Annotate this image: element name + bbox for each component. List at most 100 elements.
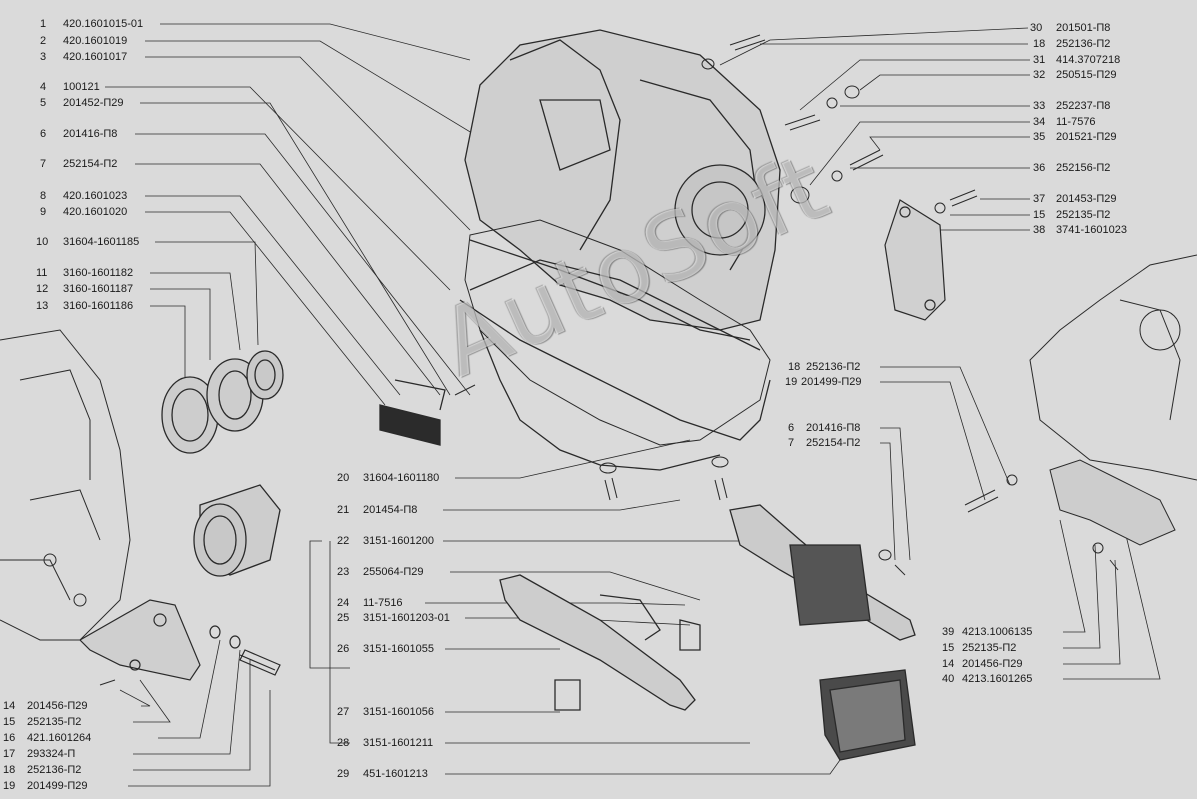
callout-number: 22 [337,535,350,547]
callout-number: 7 [40,158,47,170]
part-code: 201452-П29 [63,97,124,109]
part-code: 252156-П2 [1056,162,1111,174]
callout-number: 40 [942,673,955,685]
part-code: 252135-П2 [27,716,82,728]
callout-number: 25 [337,612,350,624]
part-code: 252135-П2 [1056,209,1111,221]
callout-number: 7 [788,437,795,449]
engine-block-right-drawing [1029,254,1197,546]
callout-number: 28 [337,737,350,749]
part-code: 201499-П29 [27,780,88,792]
callout-number: 15 [942,642,955,654]
part-code: 201456-П29 [27,700,88,712]
part-code: 201456-П29 [962,658,1023,670]
callout-number: 20 [337,472,350,484]
part-code: 252154-П2 [806,437,861,449]
part-code: 420.1601017 [63,51,128,63]
callout-number: 29 [337,768,350,780]
part-code: 31604-1601185 [63,236,140,248]
callout-number: 6 [40,128,47,140]
part-code: 420.1601020 [63,206,128,218]
part-code: 201501-П8 [1056,22,1111,34]
part-code: 4213.1006135 [962,626,1033,638]
callout-number: 2 [40,35,47,47]
gasket-drawing [464,219,771,446]
callout-number: 16 [3,732,16,744]
part-code: 4213.1601265 [962,673,1033,685]
clutch-housing-drawing [459,29,781,471]
part-code: 3160-1601182 [63,267,134,279]
bracket-drawing [79,599,281,681]
part-code: 3151-1601056 [363,706,434,718]
part-code: 252237-П8 [1056,100,1111,112]
part-code: 3151-1601200 [363,535,434,547]
callout-number: 1 [40,18,47,30]
callout-number: 15 [1033,209,1046,221]
part-code: 252154-П2 [63,158,118,170]
part-code: 3151-1601203-01 [363,612,450,624]
part-code: 201416-П8 [806,422,861,434]
part-code: 11-7576 [1056,116,1096,128]
part-code: 3151-1601055 [363,643,434,655]
callout-number: 19 [3,780,16,792]
engine-block-left-drawing [0,329,131,641]
part-code: 252136-П2 [806,361,861,373]
callout-number: 27 [337,706,350,718]
part-code: 255064-П29 [363,566,424,578]
part-code: 11-7516 [363,597,403,609]
part-code: 293324-П [27,748,76,760]
part-code: 3160-1601187 [63,283,134,295]
part-code: 31604-1601180 [363,472,440,484]
part-code: 201453-П29 [1056,193,1117,205]
part-code: 3741-1601023 [1056,224,1127,236]
callout-number: 21 [337,504,350,516]
release-fork-drawing [499,504,916,711]
part-code: 414.3707218 [1056,54,1121,66]
callout-number: 13 [36,300,49,312]
callout-number: 34 [1033,116,1046,128]
callout-number: 19 [785,376,798,388]
callout-number: 9 [40,206,47,218]
callout-number: 30 [1030,22,1043,34]
part-code: 201499-П29 [801,376,862,388]
callout-number: 37 [1033,193,1046,205]
callout-number: 36 [1033,162,1046,174]
callout-number: 31 [1033,54,1046,66]
part-code: 201521-П29 [1056,131,1117,143]
callout-number: 23 [337,566,350,578]
part-code: 252136-П2 [1056,38,1111,50]
part-code: 420.1601019 [63,35,128,47]
part-code: 3151-1601211 [363,737,434,749]
callout-number: 15 [3,716,16,728]
protective-boot-drawing [819,669,916,761]
part-code: 3160-1601186 [63,300,134,312]
callout-number: 32 [1033,69,1046,81]
callout-number: 8 [40,190,47,202]
callout-number: 24 [337,597,350,609]
part-code: 420.1601015-01 [63,18,144,30]
callout-number: 11 [36,267,48,279]
callout-number: 18 [3,764,16,776]
callout-number: 18 [788,361,801,373]
callout-number: 33 [1033,100,1046,112]
part-code: 252135-П2 [962,642,1017,654]
callout-number: 12 [36,283,49,295]
callout-number: 3 [40,51,47,63]
fasteners-drawing [99,34,1119,686]
callout-number: 6 [788,422,795,434]
part-code: 201416-П8 [63,128,118,140]
part-code: 100121 [63,81,100,93]
callout-number: 26 [337,643,350,655]
part-code: 421.1601264 [27,732,92,744]
callout-number: 14 [3,700,16,712]
callout-number: 17 [3,748,16,760]
callout-number: 35 [1033,131,1046,143]
callout-number: 4 [40,81,47,93]
callout-number: 10 [36,236,49,248]
callout-number: 18 [1033,38,1046,50]
callout-number: 39 [942,626,955,638]
release-bearing-drawing [161,350,446,577]
cover-plate-drawing [884,199,946,321]
